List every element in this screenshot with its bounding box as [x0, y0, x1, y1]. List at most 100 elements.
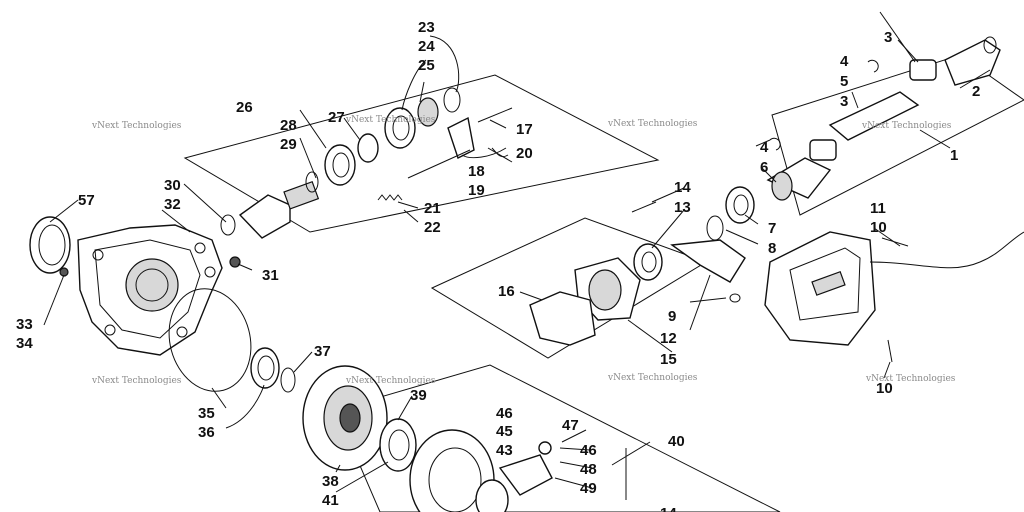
callout-2: 2 [972, 83, 980, 100]
o-ring-35 [168, 288, 252, 392]
watermark-5: vNext Technologies [91, 376, 182, 386]
callout-labels: 1 2 3 3 4 4 5 6 7 8 9 10 10 11 12 13 14 … [16, 19, 980, 512]
callout-43: 43 [496, 442, 513, 459]
shift-fork-18 [447, 116, 475, 159]
callout-21: 21 [424, 200, 441, 217]
callout-46-lower: 46 [580, 442, 597, 459]
housing-bore [125, 258, 179, 312]
shim-37 [280, 367, 296, 393]
callout-7: 7 [768, 220, 776, 237]
callout-47: 47 [562, 417, 579, 434]
cam-plate-43 [498, 454, 553, 496]
snap-ring-23 [443, 87, 461, 113]
callout-26: 26 [236, 99, 253, 116]
watermark-1: vNext Technologies [91, 121, 182, 131]
callout-45: 45 [496, 423, 513, 440]
callout-33: 33 [16, 316, 33, 333]
ring-gear-38 [302, 365, 388, 471]
shim-29 [305, 171, 319, 193]
circlip-4-upper [867, 59, 879, 73]
callout-46-upper: 46 [496, 405, 513, 422]
bearing-13 [633, 243, 663, 281]
callout-40: 40 [668, 433, 685, 450]
gasket-16 [529, 291, 596, 346]
watermark-6: vNext Technologies [345, 376, 436, 386]
callout-31: 31 [262, 267, 279, 284]
callout-57: 57 [78, 192, 95, 209]
callout-3-mid: 3 [840, 93, 848, 110]
callout-39: 39 [410, 387, 427, 404]
watermark-4: vNext Technologies [861, 121, 952, 131]
callout-4-mid: 4 [760, 139, 769, 156]
bolt-14-upper [631, 201, 657, 213]
callout-34: 34 [16, 335, 33, 352]
callout-32: 32 [164, 196, 181, 213]
leader-lines [43, 11, 991, 493]
callout-25: 25 [418, 57, 435, 74]
callout-20: 20 [516, 145, 533, 162]
actuator-11 [764, 231, 876, 346]
callout-15: 15 [660, 351, 677, 368]
callout-3-top: 3 [884, 29, 892, 46]
callout-11: 11 [870, 200, 886, 217]
watermarks: vNext Technologies vNext Technologies vN… [91, 115, 956, 386]
callout-16: 16 [498, 283, 515, 300]
output-yoke-6 [766, 157, 832, 201]
callout-9: 9 [668, 308, 676, 325]
gear-24 [417, 97, 439, 127]
callout-41: 41 [322, 492, 339, 509]
bearing-39 [379, 418, 417, 472]
o-ring-9 [729, 293, 741, 303]
callout-19: 19 [468, 182, 485, 199]
callout-35: 35 [198, 405, 215, 422]
seal-57 [29, 216, 71, 274]
fill-plug [229, 256, 241, 268]
bracket-12 [670, 239, 746, 283]
bearing-28 [324, 144, 356, 186]
watermark-3: vNext Technologies [607, 119, 698, 129]
callout-10-upper: 10 [870, 219, 887, 236]
callout-36: 36 [198, 424, 215, 441]
drain-plug [59, 267, 69, 277]
watermark-7: vNext Technologies [607, 373, 698, 383]
bolt-10-lower [887, 339, 893, 363]
gear-case-housing [77, 224, 223, 356]
watermark-8: vNext Technologies [865, 374, 956, 384]
bearing-36 [250, 347, 280, 389]
cross-bearing-3-upper [909, 59, 937, 81]
callout-22: 22 [424, 219, 441, 236]
callout-13: 13 [674, 199, 691, 216]
snap-ring-8 [706, 215, 724, 241]
callout-18: 18 [468, 163, 485, 180]
callout-14-upper: 14 [674, 179, 691, 196]
callout-30: 30 [164, 177, 181, 194]
flange-40 [409, 429, 509, 512]
callout-23: 23 [418, 19, 435, 36]
callout-29: 29 [280, 136, 297, 153]
callout-10-lower: 10 [876, 380, 893, 397]
bearing-25 [384, 107, 416, 149]
yoke-2 [944, 36, 1001, 86]
pinion-gear-30 [220, 180, 320, 239]
callout-14-lower: 14 [660, 505, 677, 512]
callout-4-top: 4 [840, 53, 849, 70]
watermark-2: vNext Technologies [345, 115, 436, 125]
ring-gear-group-box [335, 364, 781, 512]
callout-49: 49 [580, 480, 597, 497]
callout-8: 8 [768, 240, 776, 257]
callout-1: 1 [950, 147, 958, 164]
circlip-4-lower [769, 137, 781, 151]
cross-bearing-3-lower [809, 139, 837, 161]
drive-shaft-5 [828, 91, 920, 141]
callout-27: 27 [328, 109, 345, 126]
callout-17: 17 [516, 121, 533, 138]
callout-38: 38 [322, 473, 339, 490]
actuator-wire [869, 231, 1024, 269]
shift-rod-17 [477, 107, 513, 123]
callout-48: 48 [580, 461, 597, 478]
spring-46 [538, 441, 552, 455]
pin-19 [407, 149, 471, 179]
callout-6: 6 [760, 159, 768, 176]
callout-37: 37 [314, 343, 331, 360]
